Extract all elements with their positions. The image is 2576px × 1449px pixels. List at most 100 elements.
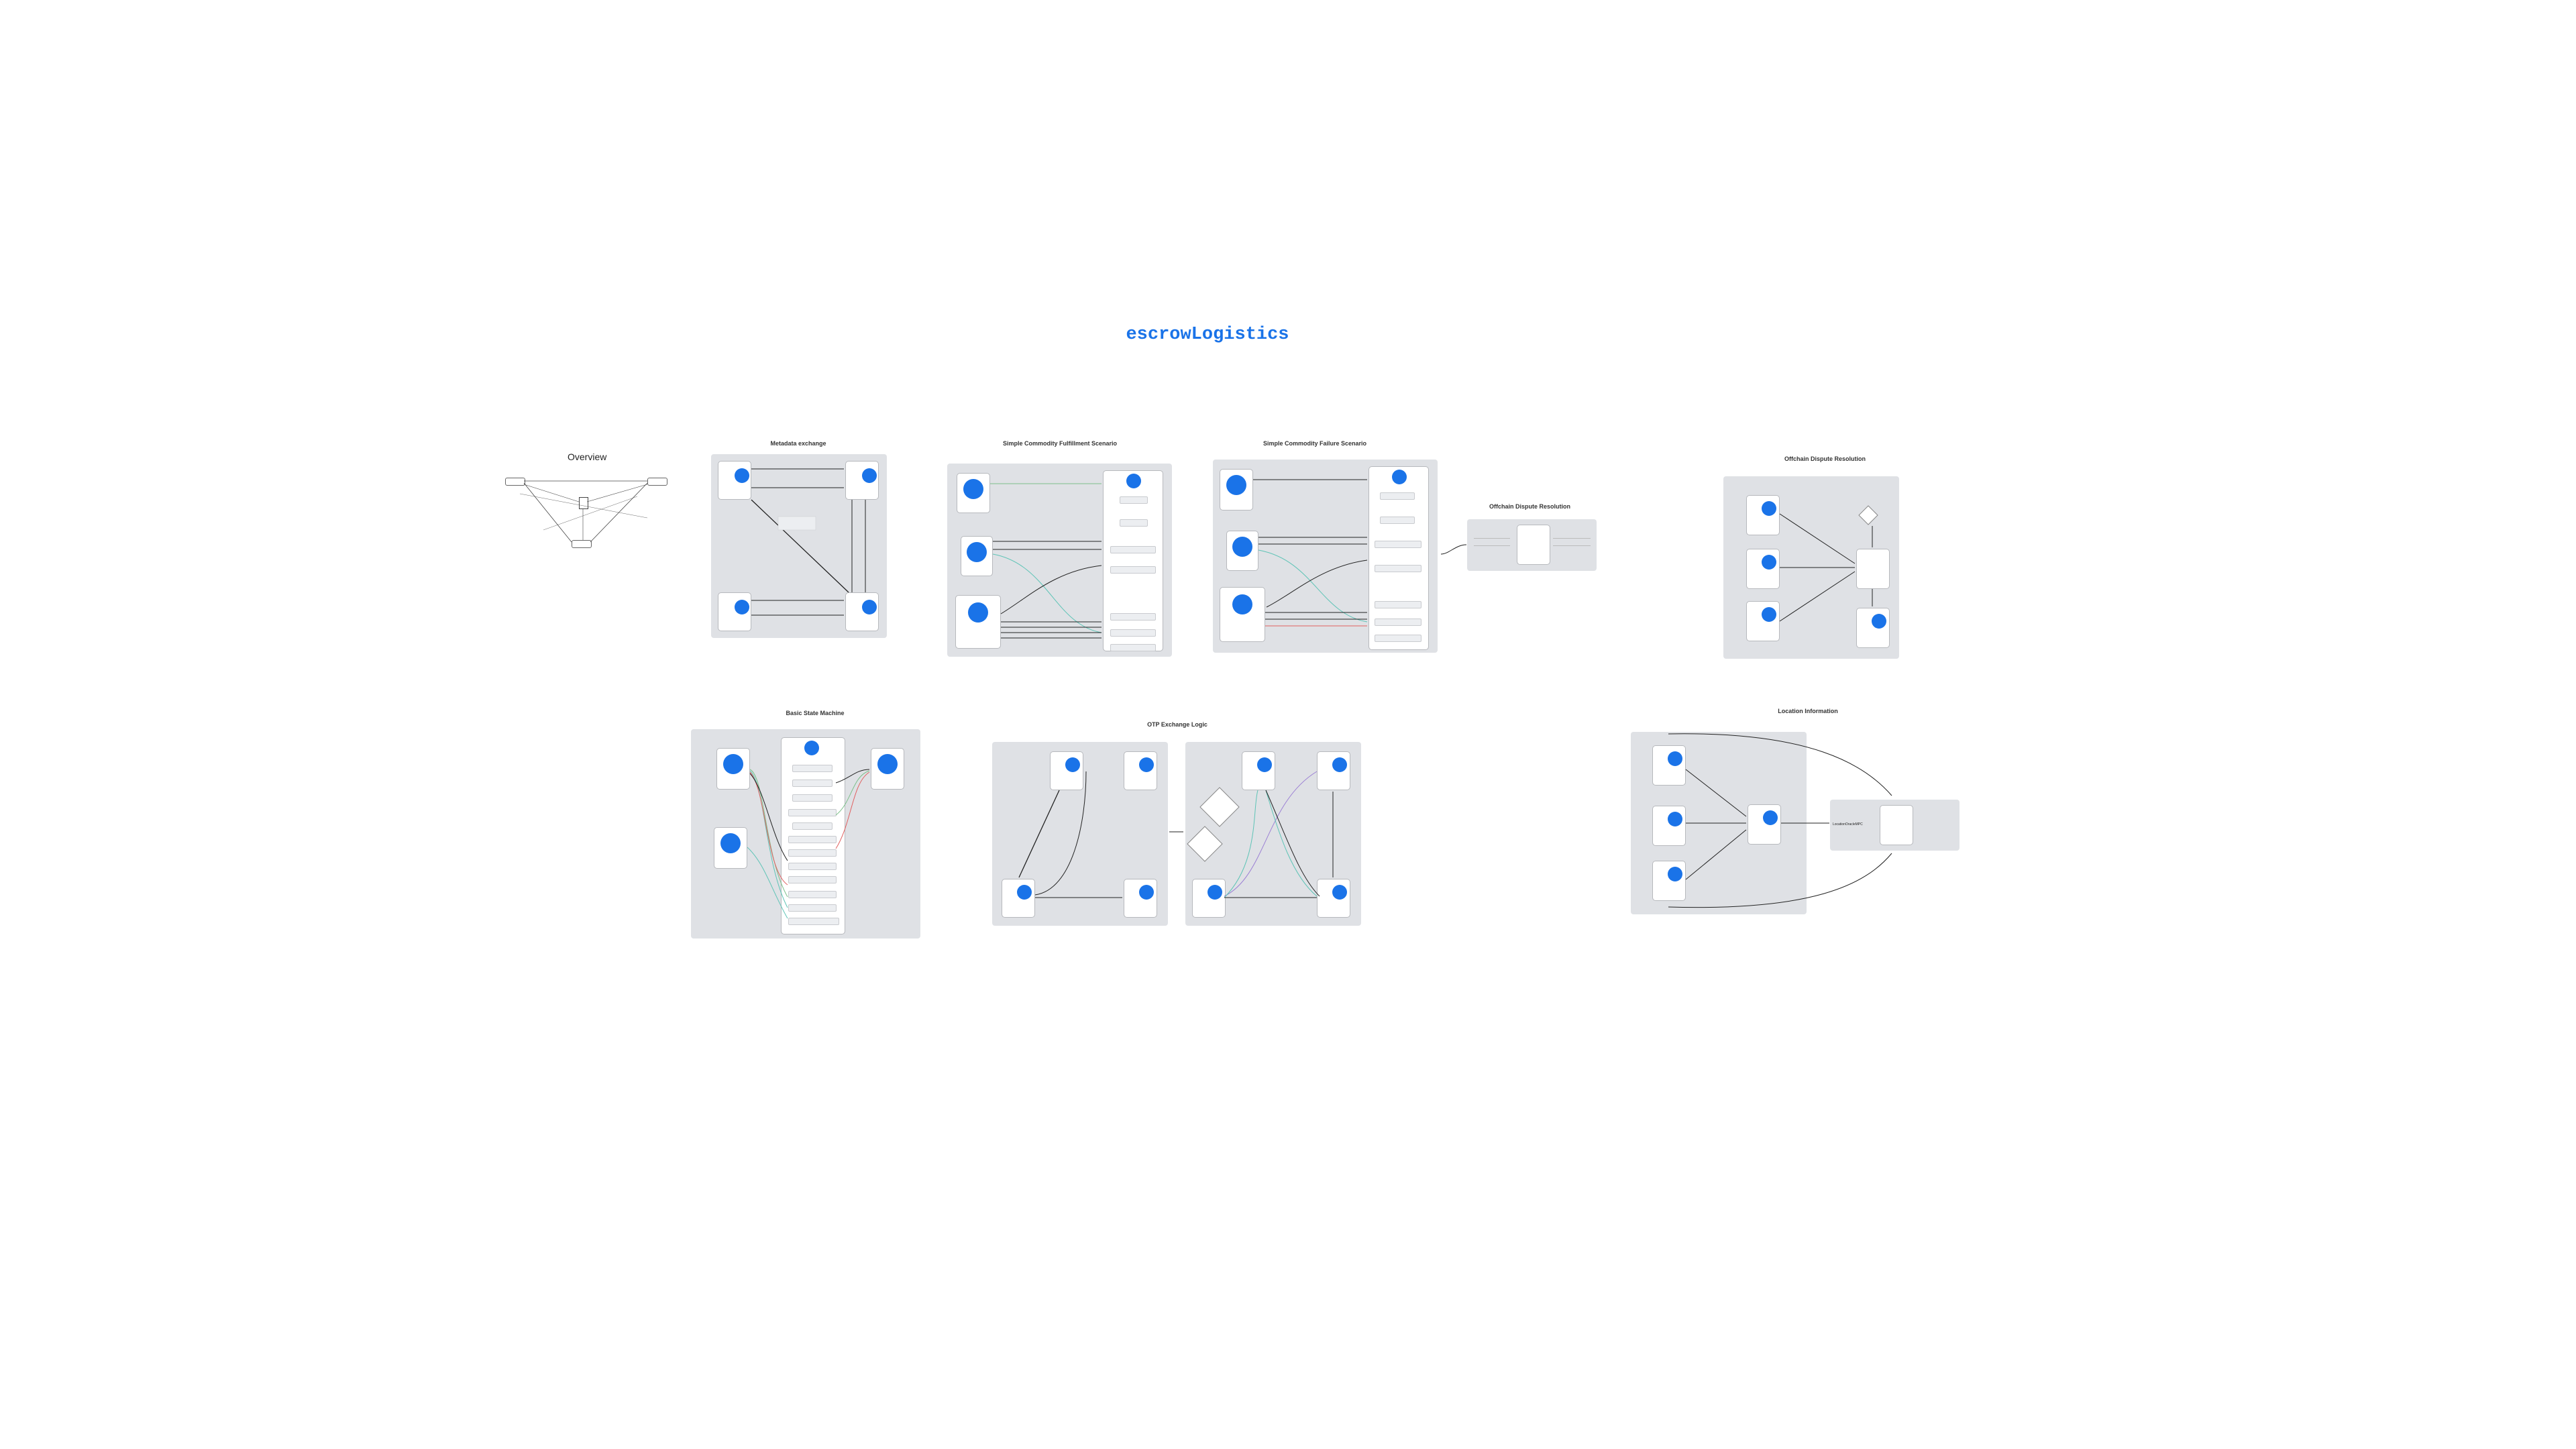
offchain-big-card-1[interactable] <box>1746 495 1780 535</box>
otp-panel-left[interactable] <box>992 742 1168 926</box>
state-item <box>1380 517 1415 524</box>
otp-right-card-2[interactable] <box>1317 751 1350 790</box>
metadata-edges <box>751 468 866 616</box>
metadata-card-bottom-right[interactable] <box>845 592 879 631</box>
frame-title-metadata: Metadata exchange <box>770 440 826 447</box>
otp-right-card-4[interactable] <box>1317 879 1350 918</box>
state-item <box>1380 492 1415 500</box>
location-oracle-card[interactable] <box>1880 805 1913 845</box>
node-circle <box>1332 885 1347 900</box>
node-circle <box>735 468 749 483</box>
frame-title-offchain-big: Offchain Dispute Resolution <box>1784 455 1866 462</box>
otp-card-top-right[interactable] <box>1124 751 1157 790</box>
offchain-small-card[interactable] <box>1517 525 1550 565</box>
overview-diagram[interactable] <box>503 470 678 557</box>
metadata-card-top-right[interactable] <box>845 461 879 500</box>
offchain-big-panel[interactable] <box>1723 476 1899 659</box>
state-item <box>1120 519 1148 527</box>
failure-edges <box>1253 479 1368 627</box>
node-circle <box>1065 757 1080 772</box>
node-circle <box>804 741 819 755</box>
metadata-card-top-left[interactable] <box>718 461 751 500</box>
otp-card-bottom-left[interactable] <box>1002 879 1035 918</box>
location-edges <box>1685 769 1829 880</box>
node-circle <box>1139 757 1154 772</box>
state-machine-card-1[interactable] <box>716 748 750 790</box>
state-item <box>1110 613 1156 621</box>
location-center-card[interactable] <box>1748 804 1781 845</box>
location-oracle-label: LocationOracleMPC <box>1833 822 1863 826</box>
state-item <box>1110 629 1156 637</box>
state-item <box>1120 496 1148 504</box>
failure-card-3[interactable] <box>1220 587 1265 642</box>
node-circle <box>720 833 741 853</box>
overview-node-left <box>505 478 525 486</box>
node-circle <box>1332 757 1347 772</box>
otp-panel-right[interactable] <box>1185 742 1361 926</box>
failure-card-2[interactable] <box>1226 531 1258 571</box>
offchain-big-card-3[interactable] <box>1746 601 1780 641</box>
node-circle <box>1139 885 1154 900</box>
state-machine-column[interactable] <box>781 737 845 934</box>
node-circle <box>723 754 743 774</box>
node-circle <box>735 600 749 614</box>
location-panel[interactable] <box>1631 732 1829 914</box>
node-circle <box>1226 475 1246 495</box>
frame-title-failure: Simple Commodity Failure Scenario <box>1263 440 1367 447</box>
otp-card-top-left[interactable] <box>1050 751 1083 790</box>
state-machine-card-3[interactable] <box>871 748 904 790</box>
offchain-big-center-card[interactable] <box>1856 549 1890 589</box>
state-item <box>792 794 833 802</box>
failure-state-column[interactable] <box>1368 466 1429 650</box>
overview-node-bottom <box>572 540 592 548</box>
overview-edges <box>519 480 648 543</box>
offchain-big-card-2[interactable] <box>1746 549 1780 589</box>
node-circle <box>1872 614 1886 629</box>
fulfilment-card-1[interactable] <box>957 473 990 513</box>
state-item <box>792 822 833 830</box>
state-item <box>788 904 837 912</box>
metadata-card-bottom-left[interactable] <box>718 592 751 631</box>
node-circle <box>1257 757 1272 772</box>
overview-node-right <box>647 478 667 486</box>
offchain-small-note-left <box>1474 538 1510 546</box>
otp-card-bottom-right[interactable] <box>1124 879 1157 918</box>
state-machine-card-2[interactable] <box>714 827 747 869</box>
offchain-small-note-right <box>1553 538 1591 546</box>
state-item <box>1375 541 1421 548</box>
location-card-2[interactable] <box>1652 806 1686 846</box>
state-machine-panel[interactable] <box>691 729 920 938</box>
metadata-panel[interactable] <box>711 454 887 638</box>
frame-title-overview: Overview <box>568 451 607 462</box>
frame-title-state-machine: Basic State Machine <box>786 710 845 716</box>
fulfilment-card-3[interactable] <box>955 595 1001 649</box>
frame-title-otp: OTP Exchange Logic <box>1147 721 1208 728</box>
state-item <box>1375 601 1421 608</box>
state-item <box>792 765 833 772</box>
frame-title-fulfilment: Simple Commodity Fulfillment Scenario <box>1002 440 1118 447</box>
fulfilment-panel[interactable] <box>947 464 1172 657</box>
node-circle <box>1668 812 1682 826</box>
node-circle <box>1017 885 1032 900</box>
fulfilment-card-2[interactable] <box>961 536 993 576</box>
state-item <box>788 891 837 898</box>
node-circle <box>1392 470 1407 484</box>
failure-card-1[interactable] <box>1220 469 1253 511</box>
fulfilment-state-column[interactable] <box>1103 470 1163 651</box>
state-item <box>1110 566 1156 574</box>
otp-right-card-3[interactable] <box>1192 879 1226 918</box>
otp-right-edges <box>1224 771 1334 898</box>
location-oracle-panel[interactable]: LocationOracleMPC <box>1830 800 1960 851</box>
offchain-big-card-4[interactable] <box>1856 608 1890 648</box>
state-item <box>788 836 837 843</box>
frame-title-location: Location Information <box>1778 708 1838 714</box>
state-item <box>788 918 839 925</box>
state-item <box>788 863 837 870</box>
failure-panel[interactable] <box>1213 460 1438 653</box>
state-item <box>792 780 833 787</box>
fulfilment-edges <box>990 483 1102 639</box>
otp-right-card-1[interactable] <box>1242 751 1275 790</box>
offchain-small-panel[interactable] <box>1467 519 1597 571</box>
state-machine-edges <box>747 769 870 919</box>
